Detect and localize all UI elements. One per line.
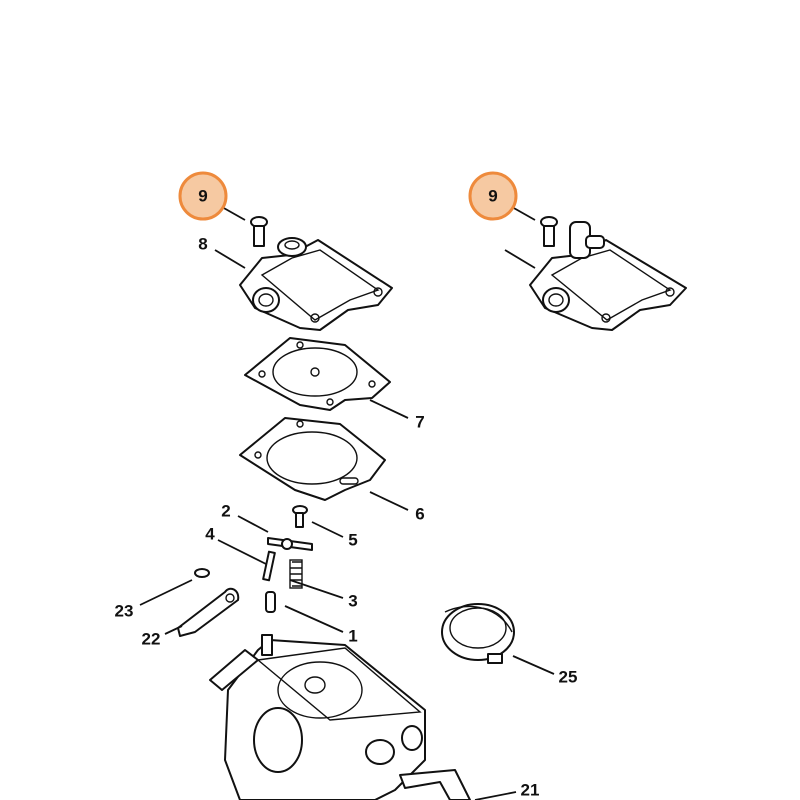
- diaphragm: [244, 337, 391, 411]
- callout-2[interactable]: 2: [221, 502, 230, 521]
- callout-21[interactable]: 21: [521, 781, 540, 800]
- screw-5: [292, 505, 308, 528]
- callout-4[interactable]: 4: [205, 525, 215, 544]
- callout-5[interactable]: 5: [348, 531, 357, 550]
- leader-lines: [139, 206, 555, 800]
- callout-9-left-highlight[interactable]: [178, 171, 228, 221]
- clip-23: [194, 568, 210, 578]
- cover-plate-right: [529, 221, 687, 331]
- screw-9-left: [250, 216, 268, 247]
- callout-9-left[interactable]: 9: [198, 187, 207, 206]
- arm-22: [177, 587, 240, 637]
- cover-plate-left: [239, 237, 393, 331]
- callout-3[interactable]: 3: [348, 592, 357, 611]
- screw-9-right: [540, 216, 558, 247]
- callout-9-right[interactable]: 9: [488, 187, 497, 206]
- callout-7[interactable]: 7: [415, 413, 424, 432]
- needle-1: [265, 591, 276, 613]
- callout-9-right-highlight[interactable]: [468, 171, 518, 221]
- carburetor-body: [209, 634, 471, 800]
- lever-2: [267, 537, 313, 551]
- callout-8[interactable]: 8: [198, 235, 207, 254]
- spring-3: [289, 559, 303, 589]
- gasket: [239, 417, 386, 501]
- callout-23[interactable]: 23: [115, 602, 134, 621]
- pin-4: [262, 550, 276, 582]
- callout-1[interactable]: 1: [348, 627, 357, 646]
- callout-6[interactable]: 6: [415, 505, 424, 524]
- callout-22[interactable]: 22: [142, 630, 161, 649]
- callout-25[interactable]: 25: [559, 668, 578, 687]
- cap-25: [441, 603, 515, 664]
